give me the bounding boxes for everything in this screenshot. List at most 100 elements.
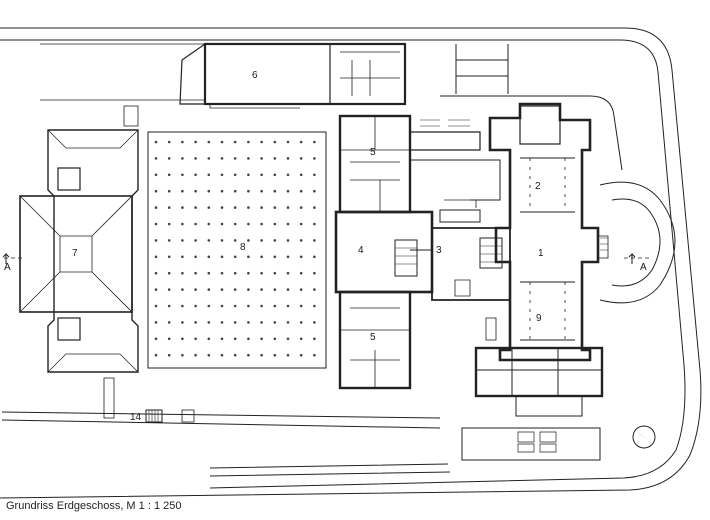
column-dot <box>299 222 303 226</box>
column-dot <box>247 337 250 341</box>
column-dot <box>154 173 158 177</box>
column-dot <box>154 288 158 291</box>
column-dot <box>181 140 184 144</box>
column-dot <box>194 255 197 259</box>
column-dot <box>233 206 237 209</box>
column-dot <box>299 288 303 291</box>
column-dot <box>194 173 197 177</box>
column-dot <box>167 206 171 209</box>
column-dot <box>247 321 250 324</box>
column-dot <box>220 157 224 160</box>
north-arrow-icon <box>632 425 656 449</box>
room-label-9: 9 <box>536 313 542 324</box>
plan-caption: Grundriss Erdgeschoss, M 1 : 1 250 <box>6 500 182 512</box>
column-dot <box>286 288 290 291</box>
column-dot <box>247 304 250 308</box>
column-dot <box>154 271 158 275</box>
column-dot <box>207 239 211 242</box>
column-dot <box>207 337 211 341</box>
column-dot <box>220 140 224 144</box>
column-dot <box>299 304 303 308</box>
column-dot <box>220 353 224 357</box>
column-dot <box>194 222 197 226</box>
column-dot <box>247 157 250 160</box>
column-dot <box>273 255 277 259</box>
column-dot <box>154 337 158 341</box>
column-dot <box>181 288 184 291</box>
column-dot <box>313 321 316 324</box>
section-line <box>2 252 650 264</box>
building-6 <box>40 42 407 127</box>
column-dot <box>220 321 224 324</box>
column-dot <box>154 239 158 242</box>
column-dot <box>233 271 237 275</box>
column-dot <box>273 304 277 308</box>
column-dot <box>286 222 290 226</box>
column-dot <box>167 189 171 193</box>
column-dot <box>167 304 171 308</box>
column-dot <box>273 321 277 324</box>
column-dot <box>167 157 171 160</box>
column-dot <box>313 157 316 160</box>
column-dot <box>273 288 277 291</box>
column-dot <box>207 140 211 144</box>
column-dot <box>299 321 303 324</box>
column-dot <box>194 239 197 242</box>
column-dot <box>247 206 250 209</box>
column-dot <box>260 239 263 242</box>
column-dot <box>260 206 263 209</box>
column-dot <box>167 271 171 275</box>
column-dot <box>299 239 303 242</box>
column-dot <box>207 173 211 177</box>
column-dot <box>207 304 211 308</box>
column-dot <box>247 255 250 259</box>
column-dot <box>313 288 316 291</box>
site-boundary <box>0 27 702 499</box>
column-dot <box>286 255 290 259</box>
section-mark-right: A <box>640 262 647 273</box>
column-dot <box>167 255 171 259</box>
column-dot <box>286 189 290 193</box>
column-dot <box>220 189 224 193</box>
column-dot <box>299 353 303 357</box>
column-dot <box>220 304 224 308</box>
column-dot <box>181 157 184 160</box>
column-dot <box>286 353 290 357</box>
column-dot <box>194 304 197 308</box>
column-dot <box>207 271 211 275</box>
main-building <box>474 102 609 417</box>
column-dot <box>247 271 250 275</box>
column-dot <box>313 239 316 242</box>
column-dot <box>286 206 290 209</box>
room-label-6: 6 <box>252 70 258 81</box>
column-dot <box>247 173 250 177</box>
column-dot <box>207 353 211 357</box>
column-dot <box>247 239 250 242</box>
column-dot <box>181 173 184 177</box>
column-dot <box>233 140 237 144</box>
column-dot <box>273 206 277 209</box>
column-dot <box>260 304 263 308</box>
column-dot <box>220 173 224 177</box>
column-dot <box>286 271 290 275</box>
column-dot <box>194 189 197 193</box>
column-dot <box>167 140 171 144</box>
column-dot <box>167 173 171 177</box>
column-dot <box>220 239 224 242</box>
column-dot <box>273 271 277 275</box>
column-dot <box>260 288 263 291</box>
column-dot <box>181 239 184 242</box>
column-dot <box>154 157 158 160</box>
column-dot <box>194 337 197 341</box>
column-dot <box>207 255 211 259</box>
column-dot <box>154 255 158 259</box>
column-dot <box>220 271 224 275</box>
column-dot <box>299 140 303 144</box>
column-dot <box>313 271 316 275</box>
column-dot <box>286 304 290 308</box>
column-dot <box>286 321 290 324</box>
column-dot <box>207 222 211 226</box>
column-dot <box>313 222 316 226</box>
column-dot <box>299 157 303 160</box>
